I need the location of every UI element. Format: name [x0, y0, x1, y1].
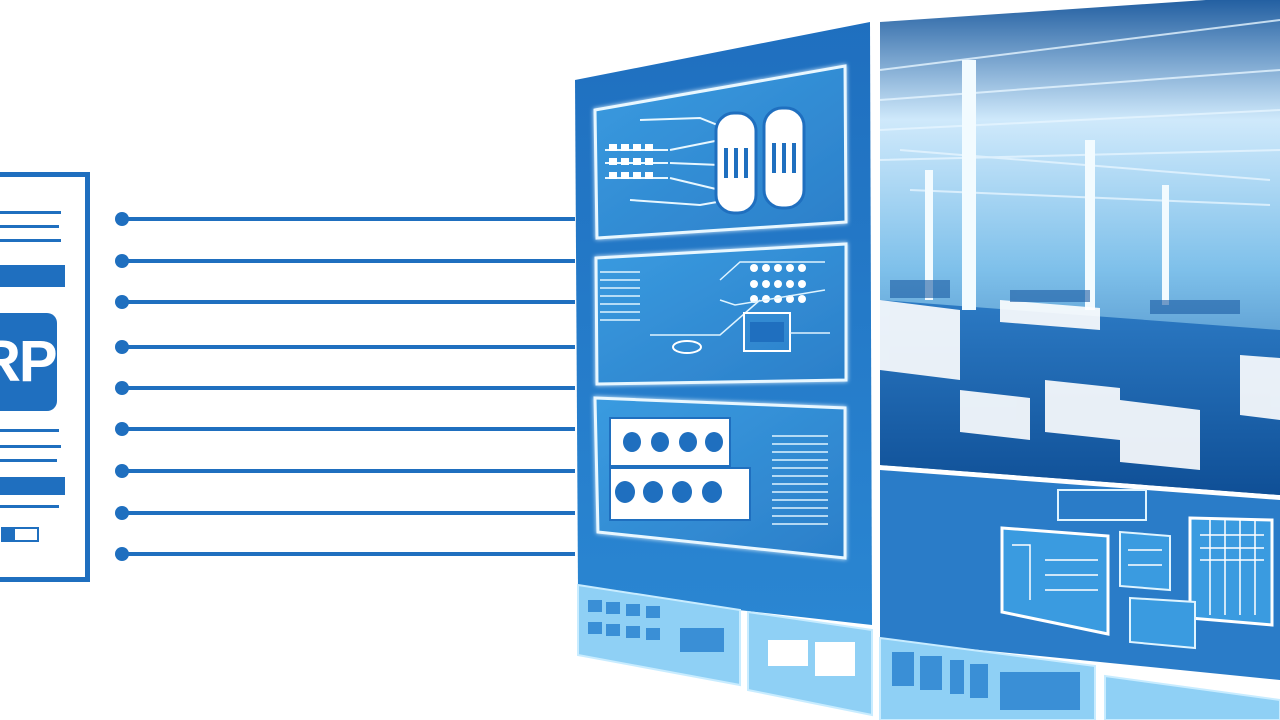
connector-dot	[115, 212, 129, 226]
erp-badge: RP	[0, 313, 58, 411]
dashboard-panel	[880, 470, 1280, 680]
dashboard-icon	[1000, 516, 1274, 650]
doc-line	[0, 459, 57, 462]
server-card	[593, 396, 847, 560]
doc-band	[0, 477, 65, 495]
circuit-panel	[575, 22, 872, 625]
connector-dot	[115, 381, 129, 395]
doc-line	[0, 239, 61, 242]
connector-dot	[115, 464, 129, 478]
doc-line	[0, 211, 61, 214]
doc-line	[0, 429, 59, 432]
schematic-card	[594, 242, 848, 386]
connector-dot	[115, 295, 129, 309]
doc-line	[0, 225, 59, 228]
connector-dot	[115, 506, 129, 520]
factory-photo	[879, 0, 1280, 495]
doc-slider-icon	[1, 527, 39, 542]
connector-dot	[115, 254, 129, 268]
thumbnail-tiles	[577, 583, 1280, 720]
connector-lines	[115, 212, 575, 561]
doc-band	[0, 265, 65, 287]
chip-card	[593, 64, 848, 240]
connector-dot	[115, 547, 129, 561]
connector-dot	[115, 422, 129, 436]
connector-dot	[115, 340, 129, 354]
doc-line	[0, 445, 61, 448]
doc-line	[0, 505, 59, 508]
erp-document-icon: RP	[0, 172, 90, 582]
